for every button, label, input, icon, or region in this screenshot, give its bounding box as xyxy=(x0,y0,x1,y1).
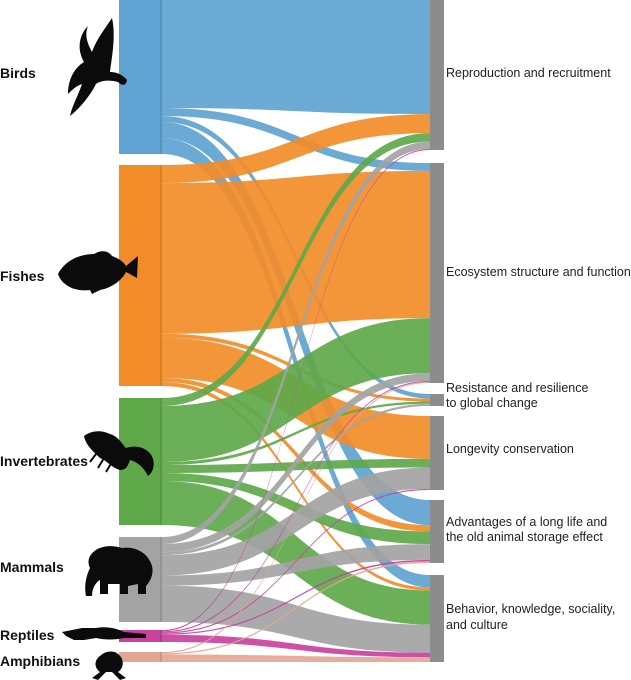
source-label-amphibians: Amphibians xyxy=(0,653,80,669)
frog-icon xyxy=(92,651,126,680)
target-node-reproduction xyxy=(430,0,444,150)
flow-reptiles-to-advantages xyxy=(162,559,430,635)
flow-amphibians-to-ecosystem xyxy=(162,382,430,654)
flow-links xyxy=(162,0,430,662)
source-label-reptiles: Reptiles xyxy=(0,627,55,643)
flow-mammals-to-advantages xyxy=(162,544,430,586)
flow-mammals-to-ecosystem xyxy=(162,373,430,553)
source-node-birds xyxy=(119,0,162,154)
source-node-amphibians xyxy=(119,652,162,662)
flow-reptiles-to-reproduction xyxy=(162,148,430,632)
target-node-resistance xyxy=(430,394,444,406)
target-node-ecosystem xyxy=(430,163,444,383)
flow-fishes-to-advantages xyxy=(162,377,430,532)
target-node-advantages xyxy=(430,500,444,563)
flow-birds-to-reproduction xyxy=(162,0,430,115)
target-label-behavior-line2: and culture xyxy=(446,618,508,632)
source-label-mammals: Mammals xyxy=(0,559,64,575)
target-label-advantages-line1: Advantages of a long life and xyxy=(446,515,607,529)
flow-fishes-to-ecosystem xyxy=(162,170,430,334)
source-label-fishes: Fishes xyxy=(0,268,45,284)
flow-birds-to-ecosystem xyxy=(162,108,430,171)
crocodile-icon xyxy=(62,627,146,640)
lobster-icon xyxy=(84,431,154,476)
target-nodes xyxy=(430,0,444,662)
flow-fishes-to-reproduction xyxy=(162,114,430,184)
target-node-longevity xyxy=(430,416,444,490)
flow-invertebrates-to-behavior xyxy=(162,481,430,625)
target-label-advantages-line2: the old animal storage effect xyxy=(446,530,603,544)
bird-icon xyxy=(68,18,127,116)
flow-mammals-to-behavior xyxy=(162,585,430,653)
flow-reptiles-to-behavior xyxy=(162,634,430,658)
target-label-resistance-line1: Resistance and resilience xyxy=(446,381,588,395)
flow-mammals-to-reproduction xyxy=(162,141,430,545)
elephant-icon xyxy=(85,546,153,596)
flow-amphibians-to-advantages xyxy=(162,561,430,655)
target-label-resistance-line2: to global change xyxy=(446,396,538,410)
target-label-behavior-line1: Behavior, knowledge, sociality, xyxy=(446,602,615,616)
flow-amphibians-to-behavior xyxy=(162,654,430,662)
source-node-fishes xyxy=(119,165,162,386)
flow-invertebrates-to-reproduction xyxy=(162,133,430,407)
source-label-birds: Birds xyxy=(0,65,36,81)
source-label-invertebrates: Invertebrates xyxy=(0,453,88,469)
flow-fishes-to-behavior xyxy=(162,381,430,591)
flow-reptiles-to-ecosystem xyxy=(162,381,430,633)
flow-reptiles-to-longevity xyxy=(162,488,430,634)
flow-mammals-to-resistance xyxy=(162,403,430,556)
flow-invertebrates-to-resistance xyxy=(162,401,430,465)
flow-invertebrates-to-advantages xyxy=(162,473,430,545)
target-label-ecosystem: Ecosystem structure and function xyxy=(446,265,631,279)
target-label-longevity: Longevity conservation xyxy=(446,442,574,456)
target-label-reproduction: Reproduction and recruitment xyxy=(446,66,611,80)
flow-mammals-to-longevity xyxy=(162,467,430,576)
fish-icon xyxy=(58,251,138,294)
target-node-behavior xyxy=(430,575,444,662)
